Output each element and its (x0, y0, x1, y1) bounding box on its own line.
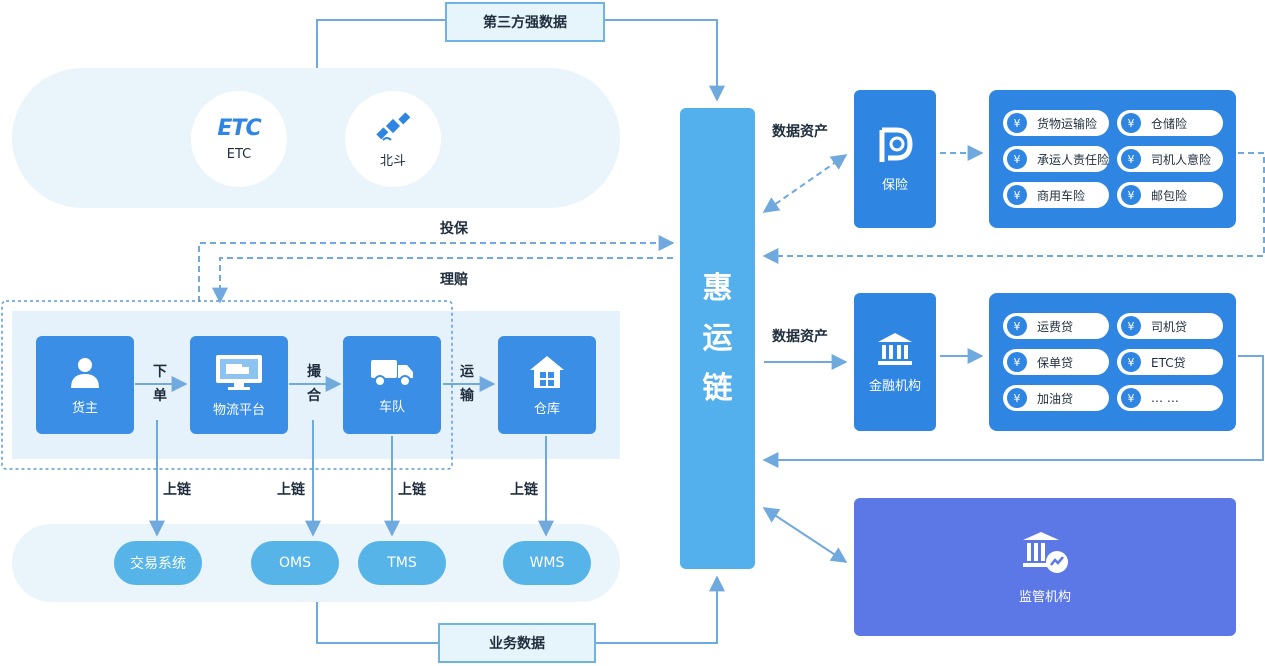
insurance-product-5: ¥商用车险 (1003, 182, 1109, 208)
claim-dashed-arrow (212, 257, 673, 304)
monitor-truck-icon (216, 354, 262, 390)
finance-product-5: ¥加油贷 (1003, 385, 1109, 411)
central-char-1: 惠 (702, 270, 733, 306)
bank-icon (878, 332, 912, 365)
node-fleet-label: 车队 (378, 399, 405, 415)
insurance-return-dashed (762, 152, 1265, 264)
person-icon (71, 357, 99, 388)
third-party-line (316, 19, 445, 68)
system-trading: 交易系统 (114, 541, 202, 585)
system-oms: OMS (251, 541, 339, 585)
finance-product-2: ¥司机贷 (1117, 313, 1223, 339)
insurance-product-1: ¥货物运输险 (1003, 110, 1109, 136)
insurance-product-3: ¥承运人责任险 (1003, 146, 1109, 172)
chain-label-4: 上链 (510, 482, 538, 498)
data-asset-label-finance: 数据资产 (772, 329, 828, 345)
etc-label: ETC (226, 147, 252, 162)
finance-product-4: ¥ETC贷 (1117, 349, 1223, 375)
node-logistics-platform-label: 物流平台 (212, 402, 265, 418)
claim-label: 理赔 (440, 272, 468, 288)
central-char-2: 运 (702, 320, 733, 356)
node-fleet: 车队 (343, 336, 441, 434)
finance-product-6: ¥… … (1117, 385, 1223, 411)
business-data-line (316, 602, 438, 644)
node-logistics-platform: 物流平台 (190, 336, 288, 434)
finance-product-3: ¥保单贷 (1003, 349, 1109, 375)
regulator-icon (1023, 531, 1068, 573)
node-shipper: 货主 (36, 336, 134, 434)
data-source-panel (12, 68, 620, 208)
system-wms: WMS (503, 541, 591, 585)
satellite-icon (376, 111, 411, 141)
insurance-node: 保险 (854, 90, 936, 228)
chain-label-3: 上链 (398, 482, 426, 498)
etc-source: ETC ETC (191, 91, 287, 187)
insurance-asset-dashed-arrow (762, 154, 848, 213)
regulator-arrow (762, 507, 848, 563)
node-warehouse-label: 仓库 (533, 401, 560, 417)
transport-label: 运输 (460, 364, 474, 404)
insure-dashed-arrow (198, 235, 675, 302)
node-shipper-label: 货主 (71, 400, 98, 416)
beidou-source: 北斗 (345, 91, 441, 187)
node-warehouse: 仓库 (498, 336, 596, 434)
third-party-data-label: 第三方强数据 (445, 2, 605, 42)
central-char-3: 链 (702, 370, 733, 406)
blockchain-dashed-frame (1, 300, 453, 470)
business-data-label: 业务数据 (438, 623, 596, 663)
warehouse-icon (530, 355, 564, 388)
insure-label: 投保 (440, 221, 468, 237)
order-label: 下单 (153, 364, 167, 404)
insurance-label: 保险 (881, 177, 908, 193)
chain-label-1: 上链 (163, 482, 191, 498)
insurance-product-4: ¥司机人意险 (1117, 146, 1223, 172)
finance-product-1: ¥运费贷 (1003, 313, 1109, 339)
regulator-node: 监管机构 (854, 498, 1236, 636)
insurance-product-2: ¥仓储险 (1117, 110, 1223, 136)
insurance-product-6: ¥邮包险 (1117, 182, 1223, 208)
data-asset-label-insurance: 数据资产 (772, 124, 828, 140)
finance-node: 金融机构 (854, 293, 936, 431)
system-tms: TMS (358, 541, 446, 585)
third-party-arrow (605, 19, 725, 102)
business-data-arrow (596, 575, 725, 644)
chain-label-2: 上链 (277, 482, 305, 498)
insurance-logo (879, 127, 913, 162)
finance-return-arrow (762, 355, 1264, 468)
finance-label: 金融机构 (868, 378, 921, 394)
huiyunlian-chain: 惠 运 链 (680, 108, 755, 569)
beidou-label: 北斗 (379, 153, 406, 169)
truck-icon (371, 359, 413, 387)
etc-logo: ETC (217, 116, 261, 141)
regulator-label: 监管机构 (1018, 589, 1071, 605)
match-label: 撮合 (307, 364, 321, 404)
